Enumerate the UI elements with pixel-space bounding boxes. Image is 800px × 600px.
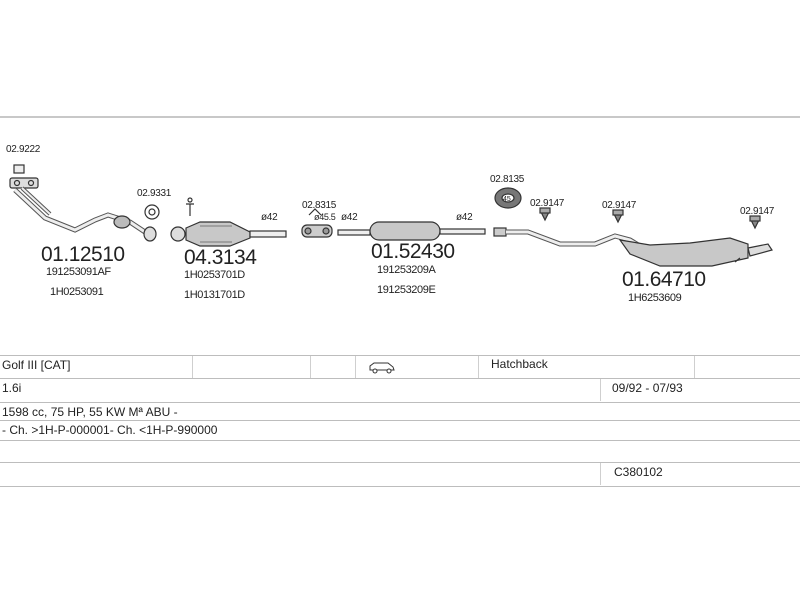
oem-code-label: 1H6253609	[628, 292, 682, 304]
row-divider	[0, 378, 800, 379]
part-number-label: 01.12510	[41, 243, 125, 266]
oem-code-label: 191253209A	[377, 264, 436, 276]
diameter-label: ø45.5	[314, 212, 336, 222]
column-divider	[355, 356, 356, 378]
oem-code-label: 1H0253091	[50, 286, 104, 298]
part-ref-label: 02.9222	[6, 144, 41, 155]
column-divider	[600, 379, 601, 401]
manifold-flange	[9, 164, 39, 189]
front-pipe	[13, 186, 157, 242]
catalytic-converter	[170, 197, 287, 247]
diameter-label: ø42	[261, 212, 278, 223]
diameter-label: ø42	[456, 212, 473, 223]
center-silencer	[337, 221, 486, 241]
column-divider	[192, 356, 193, 378]
car-icon	[368, 360, 396, 377]
hanger-1	[539, 207, 551, 222]
catalog-code: C380102	[614, 465, 663, 479]
part-ref-label: 02.8315	[302, 200, 337, 211]
rear-silencer	[493, 227, 773, 267]
row-divider	[0, 402, 800, 403]
row-divider	[0, 486, 800, 487]
row-divider	[0, 462, 800, 463]
exhaust-diagram: 45	[9, 164, 773, 267]
body-type: Hatchback	[491, 357, 548, 371]
gasket-ring	[144, 204, 160, 220]
rubber-ring: 45	[494, 187, 522, 209]
column-divider	[694, 356, 695, 378]
engine: 1.6i	[2, 381, 22, 395]
column-divider	[600, 463, 601, 485]
svg-text:45: 45	[503, 196, 511, 203]
hanger-2	[612, 209, 624, 224]
column-divider	[478, 356, 479, 378]
production-period: 09/92 - 07/93	[612, 381, 683, 395]
top-border	[0, 116, 800, 118]
part-ref-label: 02.9147	[530, 198, 565, 209]
part-ref-label: 02.8135	[490, 174, 525, 185]
oem-code-label: 1H0131701D	[184, 289, 245, 301]
column-divider	[310, 356, 311, 378]
vehicle-model: Golf III [CAT]	[2, 358, 71, 372]
diameter-label: ø42	[341, 212, 358, 223]
clamp-section	[301, 208, 333, 238]
part-number-label: 01.52430	[371, 240, 455, 263]
part-number-label: 01.64710	[622, 268, 706, 291]
part-ref-label: 02.9147	[740, 206, 775, 217]
part-number-label: 04.3134	[184, 246, 257, 269]
part-ref-label: 02.9331	[137, 188, 172, 199]
chassis-range: - Ch. >1H-P-000001- Ch. <1H-P-990000	[2, 423, 218, 437]
oem-code-label: 1H0253701D	[184, 269, 245, 281]
row-divider	[0, 355, 800, 356]
oem-code-label: 191253209E	[377, 284, 436, 296]
row-divider	[0, 440, 800, 441]
part-ref-label: 02.9147	[602, 200, 637, 211]
hanger-3	[749, 215, 761, 230]
row-divider	[0, 420, 800, 421]
engine-specs: 1598 cc, 75 HP, 55 KW Mª ABU -	[2, 405, 178, 419]
oem-code-label: 191253091AF	[46, 266, 111, 278]
